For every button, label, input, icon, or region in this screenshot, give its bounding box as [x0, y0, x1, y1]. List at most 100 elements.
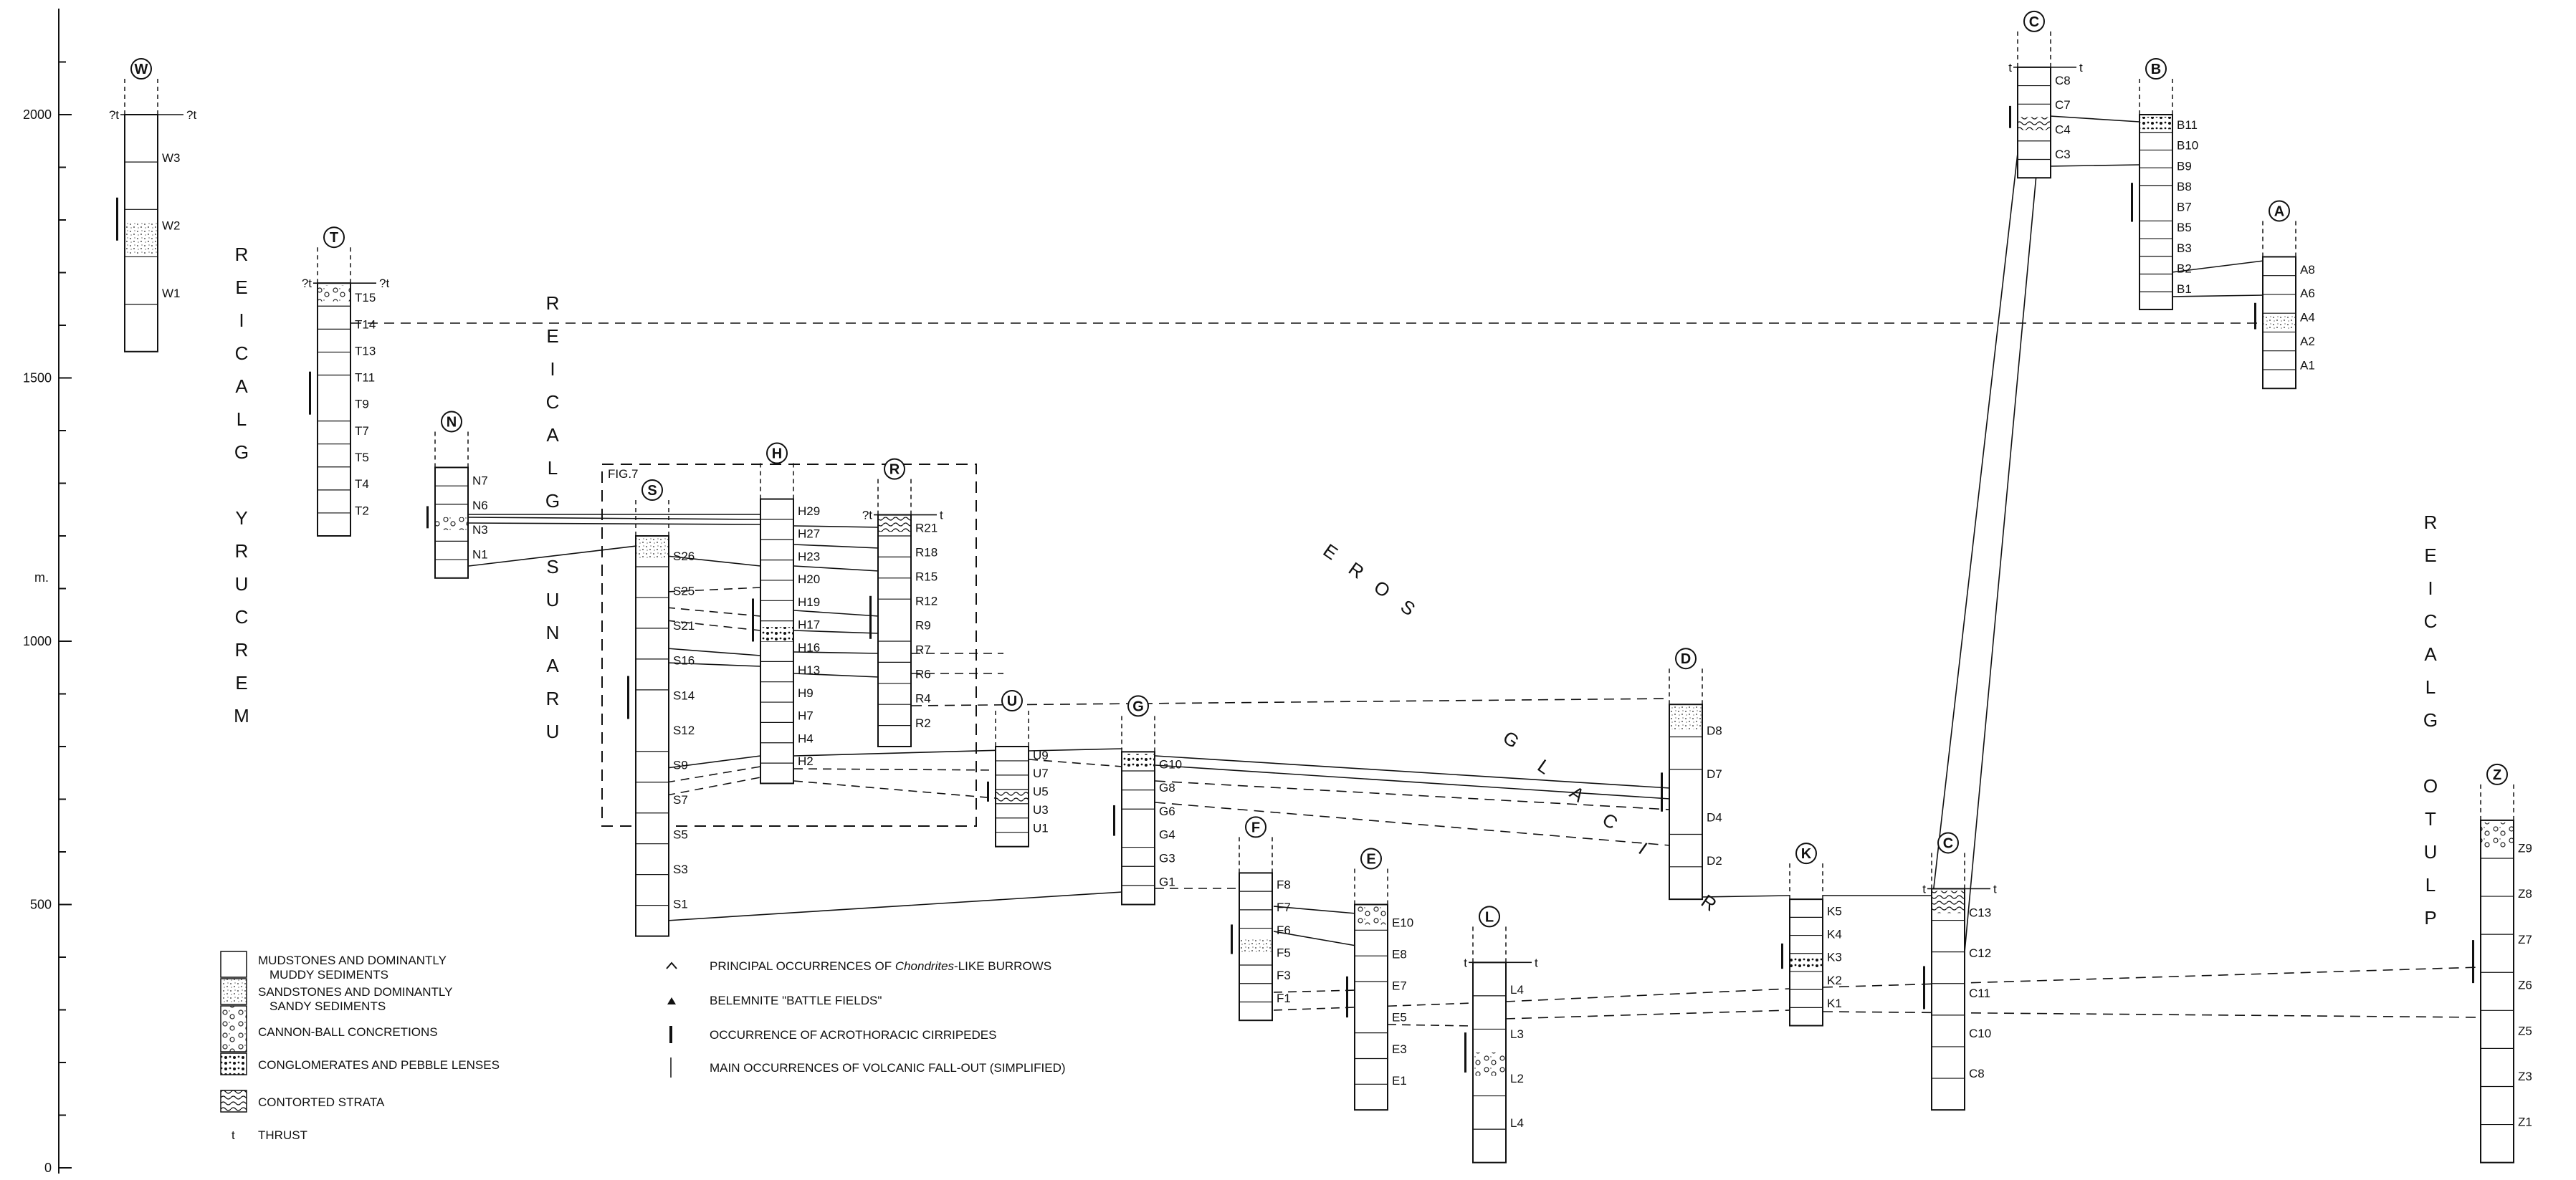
legend-burrows: PRINCIPAL OCCURRENCES OF Chondrites-LIKE… [710, 959, 1051, 973]
section-id: D [1681, 651, 1691, 667]
cirripede-bar [1346, 977, 1348, 1017]
glacier-letter: C [1598, 808, 1623, 834]
section-n: NN7N6N3N1 [426, 411, 488, 577]
section-a: AA8A6A4A2A1 [2254, 201, 2315, 388]
unit-label: N1 [472, 547, 488, 561]
unit-label: T13 [355, 344, 376, 358]
glacier-letter: G [1499, 726, 1524, 753]
bed-pattern [996, 792, 1028, 802]
glacier-letter: U [546, 589, 561, 610]
unit-label: Z8 [2518, 887, 2532, 901]
legend-thrust: THRUST [258, 1128, 307, 1142]
unit-label: A2 [2300, 335, 2315, 348]
bed-pattern [125, 221, 157, 254]
unit-label: Z7 [2518, 933, 2532, 946]
unit-label: T11 [355, 371, 375, 385]
unit-label: S12 [673, 724, 695, 737]
bed-pattern [2263, 259, 2295, 272]
bed-pattern [636, 716, 668, 737]
unit-label: H13 [798, 663, 820, 677]
unit-label: G10 [1159, 757, 1182, 771]
unit-label: D4 [1707, 810, 1722, 824]
glacier-letter: R [546, 688, 561, 709]
bed-pattern [761, 627, 793, 641]
unit-label: S1 [673, 898, 688, 911]
legend-sandstone-line1: SANDSTONES AND DOMINANTLY [258, 985, 452, 999]
section-e: EE10E8E7E5E3E1 [1346, 849, 1413, 1111]
unit-label: R2 [915, 716, 931, 730]
cirripede-bar [1781, 944, 1783, 969]
bed-pattern [2140, 202, 2172, 214]
glacier-letter: A [546, 424, 560, 446]
cirripede-bar [869, 596, 872, 639]
axis-tick-label: 0 [44, 1161, 52, 1175]
section-g: GG10G8G6G4G3G1 [1113, 696, 1182, 904]
thrust-left: ?t [302, 277, 312, 290]
cirripede-bar [627, 676, 629, 719]
thrust-left: ?t [109, 108, 119, 122]
legend-sandstone-line2: SANDY SEDIMENTS [269, 999, 386, 1013]
bed-pattern [1474, 1052, 1505, 1076]
cirripede-bar [426, 506, 429, 528]
glacier-letter: S [1397, 595, 1421, 621]
glacier-letter: C [235, 342, 250, 364]
legend-volcanic: MAIN OCCURRENCES OF VOLCANIC FALL-OUT (S… [710, 1061, 1066, 1075]
unit-label: H20 [798, 572, 820, 586]
unit-label: K1 [1827, 997, 1842, 1010]
vertical-axis: 0500100015002000 m. [23, 9, 72, 1175]
unit-label: T9 [355, 398, 369, 411]
section-id: B [2151, 62, 2161, 77]
legend-cirripedes: OCCURRENCE OF ACROTHORACIC CIRRIPEDES [710, 1028, 996, 1042]
bed-pattern [318, 285, 350, 301]
unit-label: N6 [472, 499, 488, 512]
bed-pattern [1122, 754, 1154, 767]
glacier-letter: R [235, 639, 250, 661]
unit-label: R21 [915, 521, 938, 534]
bed-pattern [1355, 907, 1387, 925]
section-id: H [772, 446, 782, 462]
unit-label: E10 [1392, 916, 1413, 929]
unit-label: T4 [355, 477, 369, 491]
cirripede-bar [1661, 772, 1663, 811]
legend-mudstone-line1: MUDSTONES AND DOMINANTLY [258, 954, 447, 967]
bed-pattern [1355, 997, 1387, 1014]
cirripede-bar [116, 198, 118, 241]
section-id: T [330, 230, 338, 246]
unit-label: D7 [1707, 767, 1722, 781]
unit-label: S9 [673, 758, 688, 772]
stratigraphic-sections: WW3W2W1?t?tTT15T14T13T11T9T7T5T4T2?t?tNN… [109, 11, 2532, 1163]
unit-label: K3 [1827, 951, 1842, 964]
unit-label: B2 [2177, 262, 2192, 275]
glacier-letter: E [235, 277, 249, 298]
glacier-letter: A [1566, 782, 1590, 807]
unit-label: H23 [798, 550, 820, 563]
unit-label: U1 [1033, 821, 1049, 835]
unit-label: B8 [2177, 180, 2192, 193]
unit-label: B5 [2177, 221, 2192, 234]
section-id: E [1366, 852, 1375, 868]
glacier-letter: L [2425, 874, 2437, 896]
legend-mudstone-line2: MUDDY SEDIMENTS [269, 968, 388, 982]
cirripede-bar [1231, 924, 1233, 954]
unit-label: Z3 [2518, 1070, 2532, 1083]
unit-label: S21 [673, 619, 695, 633]
unit-label: Z6 [2518, 979, 2532, 992]
section-id: W [135, 62, 148, 77]
legend-burrows-pre: PRINCIPAL OCCURRENCES OF [710, 959, 895, 973]
legend-burrows-post: -LIKE BURROWS [954, 959, 1051, 973]
glacier-letter: O [1370, 576, 1395, 603]
cirripede-bar [309, 372, 311, 415]
bed-pattern [2481, 974, 2513, 1001]
glacier-letter: Y [235, 507, 249, 529]
unit-label: C12 [1969, 946, 1991, 960]
cirripede-bar [1464, 1032, 1466, 1073]
unit-label: C7 [2055, 98, 2071, 112]
